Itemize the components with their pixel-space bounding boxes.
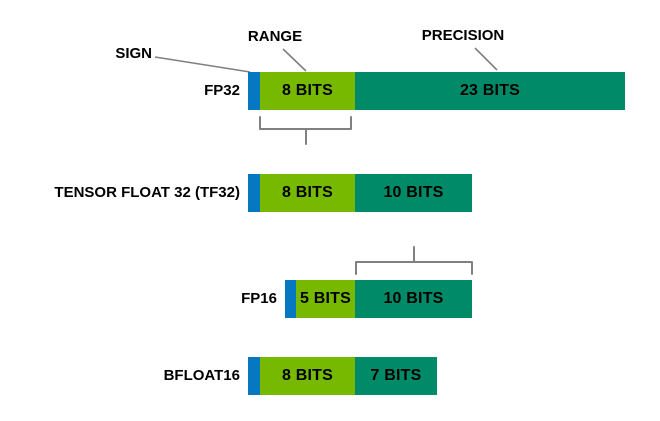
precision-label: PRECISION bbox=[421, 27, 505, 44]
bf16-exponent-segment: 8 BITS bbox=[260, 357, 355, 395]
fp16-mantissa-segment: 10 BITS bbox=[355, 280, 472, 318]
row-label-fp32: FP32 bbox=[204, 82, 240, 99]
precision-brace bbox=[355, 246, 473, 275]
tf32-exponent-segment: 8 BITS bbox=[260, 174, 355, 212]
fp16-sign-bit bbox=[285, 280, 296, 318]
tf32-mantissa-segment: 10 BITS bbox=[355, 174, 472, 212]
range-pointer-line bbox=[282, 48, 307, 72]
fp16-exponent-segment: 5 BITS bbox=[296, 280, 355, 318]
row-label-bf16: BFLOAT16 bbox=[163, 367, 240, 384]
fp32-sign-bit bbox=[248, 72, 260, 110]
bf16-sign-bit bbox=[248, 357, 260, 395]
sign-label: SIGN bbox=[115, 45, 152, 62]
row-label-fp16: FP16 bbox=[241, 290, 277, 307]
fp32-exponent-segment: 8 BITS bbox=[260, 72, 355, 110]
precision-pointer-line bbox=[474, 47, 498, 71]
range-brace bbox=[259, 116, 352, 145]
bf16-mantissa-segment: 7 BITS bbox=[355, 357, 437, 395]
sign-pointer-line bbox=[154, 56, 251, 73]
range-label: RANGE bbox=[247, 28, 303, 45]
row-label-tf32: TENSOR FLOAT 32 (TF32) bbox=[54, 184, 240, 201]
tf32-sign-bit bbox=[248, 174, 260, 212]
fp32-mantissa-segment: 23 BITS bbox=[355, 72, 625, 110]
